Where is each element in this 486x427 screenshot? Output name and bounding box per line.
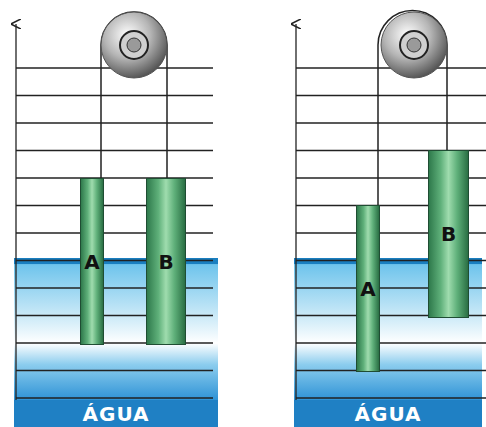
pulley-axle bbox=[127, 38, 141, 52]
cylinder: A bbox=[356, 205, 380, 372]
cylinder-label: A bbox=[84, 250, 99, 274]
axis bbox=[295, 24, 296, 427]
pulley-axle bbox=[407, 38, 421, 52]
cylinder: A bbox=[80, 178, 104, 345]
water-surface bbox=[14, 258, 218, 264]
water-label: ÁGUA bbox=[355, 402, 422, 426]
pulley bbox=[381, 12, 447, 78]
cylinder-label: A bbox=[360, 277, 375, 301]
water-band: ÁGUA bbox=[294, 400, 482, 427]
axis bbox=[15, 24, 16, 427]
pulley-hub bbox=[400, 31, 428, 59]
cylinder-label: B bbox=[158, 250, 173, 274]
water-band: ÁGUA bbox=[14, 400, 218, 427]
scale-lines bbox=[16, 68, 486, 398]
cylinder: B bbox=[428, 150, 469, 318]
pulley-hub bbox=[120, 31, 148, 59]
rope bbox=[101, 12, 167, 178]
cylinder: B bbox=[146, 178, 186, 345]
water bbox=[14, 258, 218, 400]
cylinder-label: B bbox=[441, 222, 456, 246]
water-label: ÁGUA bbox=[83, 402, 150, 426]
pulley bbox=[101, 12, 167, 78]
